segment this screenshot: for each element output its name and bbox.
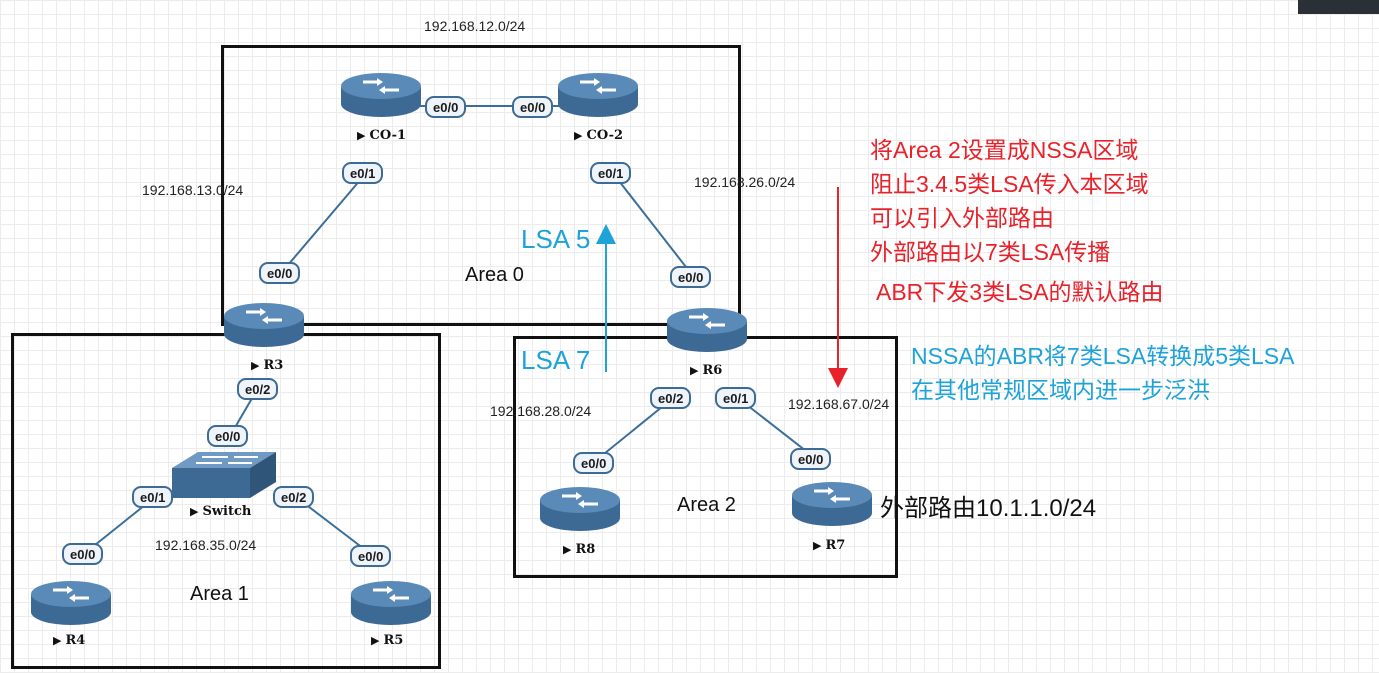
area0-label: Area 0	[465, 264, 524, 286]
device-label-r7: ▶R7	[813, 538, 846, 553]
lsa7-label: LSA 7	[521, 345, 591, 375]
iface-r6-e00: e0/0	[670, 266, 712, 288]
router-icon	[792, 482, 872, 526]
network-label: 192.168.13.0/24	[142, 182, 244, 198]
abr-note-1: NSSA的ABR将7类LSA转换成5类LSA	[911, 343, 1295, 369]
lsa5-label: LSA 5	[521, 224, 591, 254]
router-icon	[540, 487, 620, 531]
iface-sw-e00: e0/0	[207, 425, 249, 447]
router-icon	[341, 73, 421, 117]
iface-co1-e00: e0/0	[425, 96, 467, 118]
window-corner-bar	[1298, 0, 1379, 14]
iface-r3-e00: e0/0	[259, 262, 301, 284]
device-label-switch: ▶Switch	[190, 504, 252, 519]
iface-r7-e00: e0/0	[790, 448, 832, 470]
network-label: 192.168.26.0/24	[694, 174, 796, 190]
link-co1-r3	[281, 171, 368, 273]
device-label-r3: ▶R3	[251, 358, 284, 373]
abr-note-2: 在其他常规区域内进一步泛洪	[911, 377, 1210, 403]
iface-co2-e01: e0/1	[590, 162, 632, 184]
device-label-co2: ▶CO-2	[574, 128, 624, 143]
network-label: 192.168.28.0/24	[490, 403, 592, 419]
iface-sw-e01: e0/1	[132, 486, 174, 508]
device-label-r8: ▶R8	[563, 542, 596, 557]
nssa-note-1: 将Area 2设置成NSSA区域	[870, 137, 1139, 163]
router-icon	[224, 303, 304, 347]
iface-r6-e02: e0/2	[650, 387, 692, 409]
iface-r6-e01: e0/1	[715, 387, 757, 409]
network-label: 192.168.67.0/24	[788, 396, 890, 412]
iface-co1-e01: e0/1	[342, 162, 384, 184]
router-icon	[667, 308, 747, 352]
device-label-co1: ▶CO-1	[357, 128, 407, 143]
nssa-note-5: ABR下发3类LSA的默认路由	[876, 279, 1164, 305]
network-label: 192.168.12.0/24	[424, 18, 526, 34]
iface-r8-e00: e0/0	[573, 452, 615, 474]
area2-label: Area 2	[677, 494, 736, 516]
iface-co2-e00: e0/0	[512, 96, 554, 118]
external-route-label: 外部路由10.1.1.0/24	[880, 495, 1097, 522]
iface-r3-e02: e0/2	[237, 378, 279, 400]
area1-label: Area 1	[190, 583, 249, 605]
device-label-r4: ▶R4	[53, 633, 86, 648]
area0-box	[221, 45, 741, 326]
iface-r4-e00: e0/0	[62, 543, 104, 565]
router-icon	[558, 73, 638, 117]
switch-icon	[172, 452, 276, 498]
link-co2-r6	[611, 171, 694, 277]
nssa-note-2: 阻止3.4.5类LSA传入本区域	[870, 171, 1149, 197]
iface-r5-e00: e0/0	[350, 545, 392, 567]
device-label-r5: ▶R5	[371, 633, 404, 648]
device-label-r6: ▶R6	[690, 363, 723, 378]
nssa-note-3: 可以引入外部路由	[870, 205, 1054, 231]
iface-sw-e02: e0/2	[273, 486, 315, 508]
router-icon	[351, 581, 431, 625]
network-label: 192.168.35.0/24	[155, 537, 257, 553]
router-icon	[31, 581, 111, 625]
nssa-note-4: 外部路由以7类LSA传播	[870, 239, 1111, 265]
